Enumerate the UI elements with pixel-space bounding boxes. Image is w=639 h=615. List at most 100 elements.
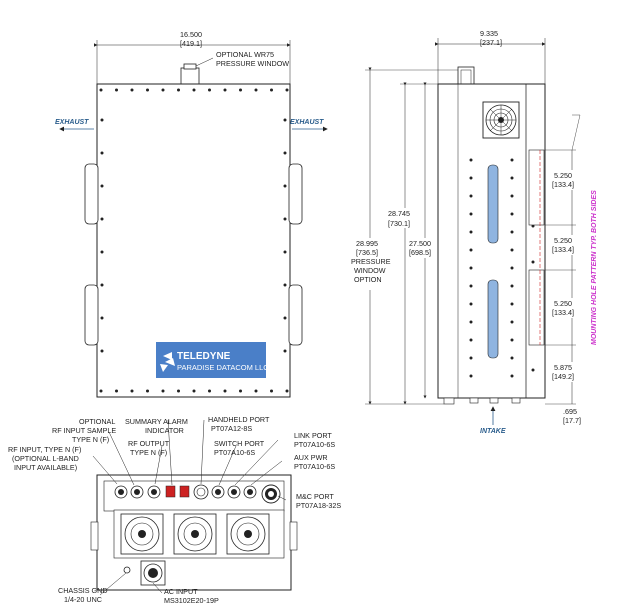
bolt [239,88,242,92]
side-bolts [469,158,535,378]
teledyne-logo [156,342,266,378]
rf-sample-connector [130,485,144,499]
summary-alarm-indicator [165,485,176,498]
height-c-2: [698.5] [409,248,431,257]
summary-alarm-label-1: SUMMARY ALARM [125,417,188,426]
height-b-2: [730.1] [388,219,410,228]
bolt [469,284,473,288]
bolt [283,283,287,287]
bolt [469,158,473,162]
bolt [100,217,104,221]
bolt [100,349,104,353]
bolt [510,320,514,324]
bolt [510,176,514,180]
aux-pwr-label-2: PT07A10-6S [294,462,335,471]
front-view: 16.500 [419.1] OPTIONAL WR75 PRESSURE WI… [55,30,328,398]
front-bolts [99,88,289,393]
handle-left-bottom [84,284,99,346]
bottom-fans [120,513,270,555]
bolt [254,389,258,393]
bolt [469,266,473,270]
logo-line-2: PARADISE DATACOM LLC [177,363,269,372]
rf-output-connector [147,485,161,499]
chassis-gnd-label-1: CHASSIS GND [58,586,108,595]
handle-right-top [288,163,303,225]
bolt [469,212,473,216]
bolt [510,284,514,288]
spacing-2-mm: [133.4] [552,245,574,254]
bolt [146,88,149,92]
bolt [510,356,514,360]
spacing-1-in: 5.250 [554,171,572,180]
logo-line-1: TELEDYNE [177,351,231,362]
exhaust-right-label: EXHAUST [290,119,324,126]
bolt [469,302,473,306]
width-dim: 16.500 [180,30,202,39]
bolt [283,217,287,221]
height-b-1: 28.745 [388,209,410,218]
depth-dim: 9.335 [480,29,498,38]
bolt [469,338,473,342]
link-port-label-1: LINK PORT [294,431,332,440]
bolt [510,158,514,162]
switch-port-label-1: SWITCH PORT [214,439,265,448]
bolt [469,230,473,234]
spacing-4-mm: [149.2] [552,372,574,381]
switch-port-connector [211,485,225,499]
spacing-2-in: 5.250 [554,236,572,245]
spacing-3-mm: [133.4] [552,308,574,317]
bolt [510,266,514,270]
bolt [100,118,104,122]
rf-sample-label-2: RF INPUT SAMPLE [52,426,116,435]
chassis-gnd-label-2: 1/4-20 UNC [64,595,102,604]
mc-port-label-1: M&C PORT [296,492,334,501]
bolt [177,88,180,92]
side-vent-slot-bottom [487,279,499,359]
bolt [192,88,196,92]
height-a-4: WINDOW [354,266,386,275]
pressure-window-label-1: OPTIONAL WR75 [216,50,274,59]
mounting-note: MOUNTING HOLE PATTERN TYP. BOTH SIDES [591,190,598,345]
bolt [510,230,514,234]
pressure-window-label-2: PRESSURE WINDOW [216,59,289,68]
bolt [223,389,227,393]
rf-output-label-2: TYPE N (F) [130,448,167,457]
intake-label: INTAKE [480,428,506,435]
side-view: 9.335 [237.1] [349,29,598,435]
bolt [208,88,211,92]
bolt [469,374,473,378]
bolt [469,176,473,180]
ac-input-connector [140,560,166,586]
bottom-view: OPTIONAL RF INPUT SAMPLE TYPE N (F) RF I… [8,415,341,605]
spacing-3-in: 5.250 [554,299,572,308]
depth-dim-mm: [237.1] [480,38,502,47]
handheld-port-label-1: HANDHELD PORT [208,415,270,424]
width-dim-mm: [419.1] [180,39,202,48]
bolt [177,389,180,393]
bolt [115,389,118,393]
handheld-port-label-2: PT07A12-8S [211,424,252,433]
ac-input-label-1: AC INPUT [164,587,198,596]
bolt [100,316,104,320]
height-a-2: [736.5] [356,248,378,257]
bolt [283,184,287,188]
bolt [510,338,514,342]
bolt [469,194,473,198]
bolt [223,88,227,92]
link-port-label-2: PT07A10-6S [294,440,335,449]
bolt [469,248,473,252]
bolt [510,212,514,216]
handle-left-top [84,163,99,225]
handheld-port-connector [193,484,209,500]
bolt [130,389,134,393]
bolt [161,88,165,92]
bolt [270,88,273,92]
exhaust-left-label: EXHAUST [55,119,89,126]
aux-pwr-label-1: AUX PWR [294,453,328,462]
height-a-3: PRESSURE [351,257,391,266]
bolt [285,88,289,92]
rf-output-label-1: RF OUTPUT [128,439,170,448]
bolt [285,389,289,393]
bolt [99,88,103,92]
